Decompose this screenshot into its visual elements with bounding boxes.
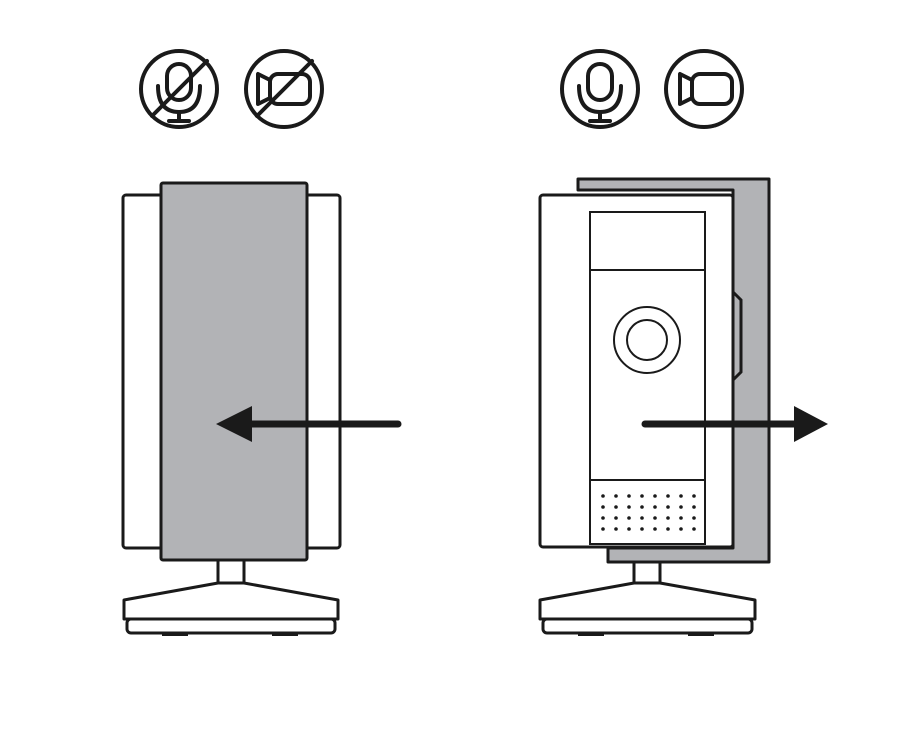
speaker-hole xyxy=(692,494,696,498)
speaker-hole xyxy=(653,494,657,498)
slide-left-arrow xyxy=(216,406,402,442)
privacy-cover-closed xyxy=(159,181,309,562)
speaker-hole xyxy=(679,505,683,509)
speaker-hole xyxy=(627,494,631,498)
speaker-hole xyxy=(666,505,670,509)
microphone-off-icon xyxy=(139,49,219,129)
camera-front-panel xyxy=(589,211,706,545)
microphone-icon xyxy=(560,49,640,129)
stand-neck xyxy=(216,557,246,587)
right-panel-cover-open xyxy=(538,49,828,636)
speaker-hole xyxy=(640,505,644,509)
speaker-hole xyxy=(640,494,644,498)
speaker-hole xyxy=(601,516,605,520)
speaker-hole xyxy=(614,527,618,531)
speaker-hole xyxy=(653,505,657,509)
speaker-hole xyxy=(692,527,696,531)
speaker-hole xyxy=(627,505,631,509)
speaker-hole xyxy=(679,516,683,520)
camera-off-icon xyxy=(244,49,324,129)
stand-base xyxy=(538,581,757,636)
speaker-hole xyxy=(627,516,631,520)
speaker-hole xyxy=(679,527,683,531)
speaker-hole xyxy=(614,494,618,498)
speaker-hole xyxy=(653,516,657,520)
speaker-hole xyxy=(601,494,605,498)
speaker-hole xyxy=(601,505,605,509)
speaker-hole xyxy=(666,516,670,520)
speaker-hole xyxy=(640,516,644,520)
stand-base xyxy=(122,581,340,636)
camera-icon xyxy=(664,49,744,129)
speaker-hole xyxy=(640,527,644,531)
slide-right-arrow xyxy=(641,406,828,442)
speaker-hole xyxy=(653,527,657,531)
speaker-hole xyxy=(692,516,696,520)
speaker-grille xyxy=(601,494,696,531)
speaker-hole xyxy=(679,494,683,498)
speaker-hole xyxy=(692,505,696,509)
speaker-hole xyxy=(666,494,670,498)
speaker-hole xyxy=(614,505,618,509)
speaker-hole xyxy=(601,527,605,531)
speaker-hole xyxy=(627,527,631,531)
speaker-hole xyxy=(614,516,618,520)
left-panel-cover-closed xyxy=(121,49,402,636)
speaker-hole xyxy=(666,527,670,531)
camera-lens xyxy=(613,306,681,374)
